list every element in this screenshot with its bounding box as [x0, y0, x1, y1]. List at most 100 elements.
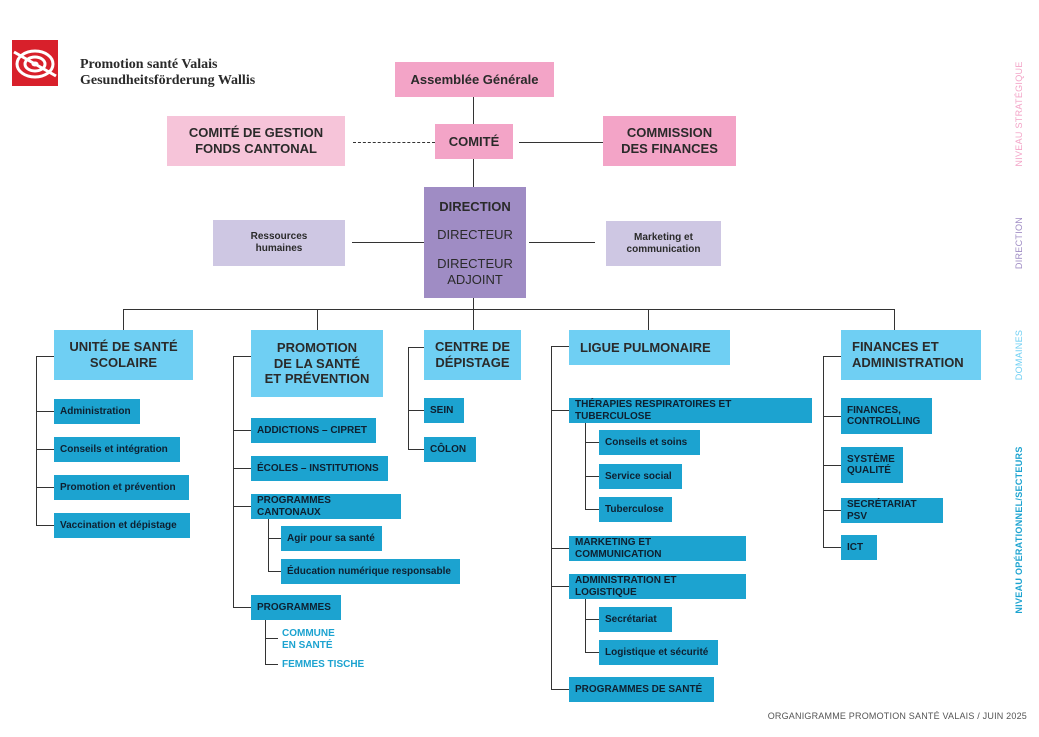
screening-item: SEIN — [424, 398, 464, 423]
finance-admin-box: FINANCES ET ADMINISTRATION — [841, 330, 981, 380]
therapy-item: Tuberculose — [599, 497, 672, 522]
connector — [894, 309, 895, 330]
connector — [265, 664, 278, 665]
direction-box: DIRECTION DIRECTEUR DIRECTEUR ADJOINT — [424, 187, 526, 298]
connector — [36, 449, 54, 450]
logo — [12, 40, 58, 86]
connector — [585, 509, 599, 510]
marketing-box: Marketing et communication — [606, 221, 721, 266]
school-health-item: Promotion et prévention — [54, 475, 189, 500]
therapy-item: Service social — [599, 464, 682, 489]
connector — [585, 476, 599, 477]
connector — [408, 410, 424, 411]
connector — [823, 356, 824, 548]
connector — [473, 159, 474, 187]
org-name-fr: Promotion santé Valais — [80, 57, 218, 72]
footer-caption: ORGANIGRAMME PROMOTION SANTÉ VALAIS / JU… — [767, 711, 1027, 721]
connector — [519, 142, 603, 143]
hr-box: Ressources humaines — [213, 220, 345, 266]
level-label-operational: NIVEAU OPÉRATIONNEL/SECTEURS — [1014, 446, 1024, 614]
connector — [36, 411, 54, 412]
connector — [648, 309, 649, 330]
cantonal-program-item: Agir pour sa santé — [281, 526, 382, 551]
school-health-item: Conseils et intégration — [54, 437, 180, 462]
committee-box: COMITÉ — [435, 124, 513, 159]
level-label-direction: DIRECTION — [1014, 216, 1024, 270]
connector — [317, 309, 318, 330]
connector — [823, 465, 841, 466]
connector — [408, 347, 424, 348]
connector — [585, 652, 599, 653]
lung-item: PROGRAMMES DE SANTÉ — [569, 677, 714, 702]
lung-item: ADMINISTRATION ET LOGISTIQUE — [569, 574, 746, 599]
connector — [36, 525, 54, 526]
connector — [551, 689, 569, 690]
connector — [585, 599, 586, 652]
connector — [265, 638, 278, 639]
connector — [36, 356, 37, 526]
direction-title: DIRECTION — [439, 199, 511, 214]
health-promotion-item: PROGRAMMES CANTONAUX — [251, 494, 401, 519]
connector — [823, 547, 841, 548]
therapy-item: Conseils et soins — [599, 430, 700, 455]
level-label-domains: DOMAINES — [1014, 329, 1024, 381]
lung-item: MARKETING ET COMMUNICATION — [569, 536, 746, 561]
logo-icon — [12, 40, 58, 86]
school-health-item: Administration — [54, 399, 140, 424]
cantonal-program-item: Éducation numérique responsable — [281, 559, 460, 584]
connector — [473, 97, 474, 124]
connector — [352, 242, 424, 243]
connector — [233, 506, 251, 507]
management-committee-box: COMITÉ DE GESTION FONDS CANTONAL — [167, 116, 345, 166]
admin-logistics-item: Logistique et sécurité — [599, 640, 718, 665]
connector — [551, 346, 552, 690]
director-label: DIRECTEUR — [437, 227, 513, 243]
connector — [551, 410, 569, 411]
connector — [585, 619, 599, 620]
finance-commission-box: COMMISSION DES FINANCES — [603, 116, 736, 166]
connector — [268, 571, 281, 572]
school-health-box: UNITÉ DE SANTÉ SCOLAIRE — [54, 330, 193, 380]
assembly-box: Assemblée Générale — [395, 62, 554, 97]
deputy-director-label: DIRECTEUR ADJOINT — [437, 255, 513, 287]
connector — [36, 487, 54, 488]
connector — [233, 468, 251, 469]
connector — [551, 586, 569, 587]
connector — [529, 242, 595, 243]
connector — [233, 430, 251, 431]
connector — [265, 620, 266, 665]
connector — [823, 416, 841, 417]
connector — [551, 548, 569, 549]
admin-logistics-item: Secrétariat — [599, 607, 672, 632]
connector — [233, 356, 251, 357]
connector — [123, 309, 124, 330]
programme-link: FEMMES TISCHE — [282, 659, 365, 670]
connector — [823, 356, 841, 357]
health-promotion-item: ADDICTIONS – CIPRET — [251, 418, 376, 443]
programme-link: COMMUNE EN SANTÉ — [282, 628, 335, 651]
connector — [123, 309, 894, 310]
connector — [268, 538, 281, 539]
connector — [233, 607, 251, 608]
connector — [473, 298, 474, 309]
finance-item: FINANCES, CONTROLLING — [841, 398, 932, 434]
connector — [473, 309, 474, 330]
school-health-item: Vaccination et dépistage — [54, 513, 190, 538]
connector — [585, 442, 599, 443]
finance-item: SECRÉTARIAT PSV — [841, 498, 943, 523]
health-promotion-item: ÉCOLES – INSTITUTIONS — [251, 456, 388, 481]
level-label-strategic: NIVEAU STRATÉGIQUE — [1014, 61, 1024, 167]
connector — [233, 356, 234, 608]
connector — [585, 423, 586, 509]
org-name-de: Gesundheitsförderung Wallis — [80, 73, 256, 88]
connector — [823, 510, 841, 511]
finance-item: SYSTÈME QUALITÉ — [841, 447, 903, 483]
health-promotion-item: PROGRAMMES — [251, 595, 341, 620]
screening-item: CÔLON — [424, 437, 476, 462]
connector — [36, 356, 54, 357]
connector — [408, 449, 424, 450]
connector — [551, 346, 569, 347]
dashed-connector — [353, 142, 435, 143]
lung-league-box: LIGUE PULMONAIRE — [569, 330, 730, 365]
connector — [268, 519, 269, 572]
